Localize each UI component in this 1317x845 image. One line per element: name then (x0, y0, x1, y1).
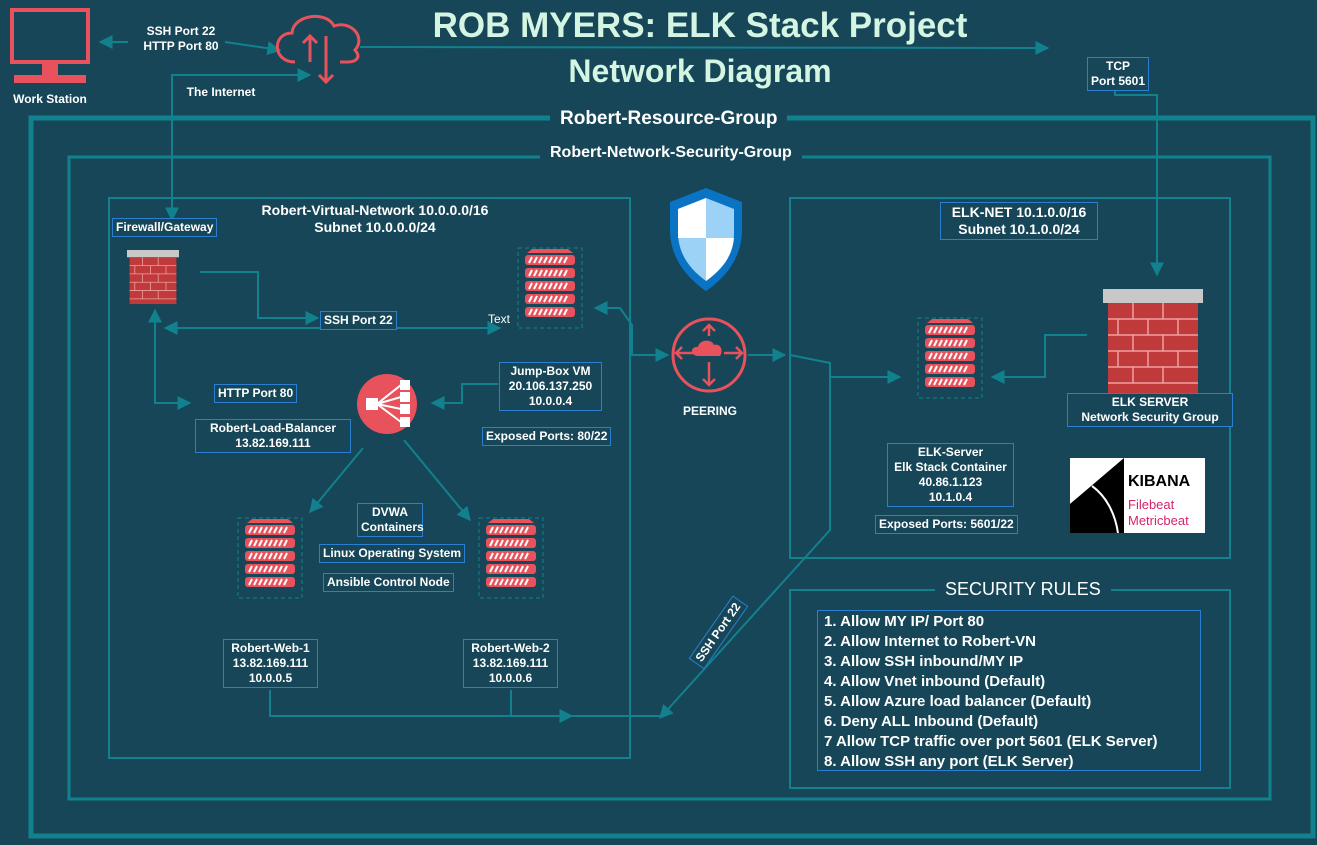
security-rules-list: 1. Allow MY IP/ Port 80 2. Allow Interne… (817, 610, 1201, 771)
http-port-label: HTTP Port 80 (214, 384, 298, 403)
elk-firewall-icon (1102, 288, 1204, 394)
web2-server-icon (478, 517, 544, 599)
vnet-title: Robert-Virtual-Network 10.0.0.0/16 Subne… (230, 202, 520, 236)
tcp-port: Port 5601 (1091, 74, 1146, 88)
web2-private-ip: 10.0.0.6 (488, 671, 533, 685)
elk-net-title: ELK-NET 10.1.0.0/16 Subnet 10.1.0.0/24 (940, 202, 1098, 240)
load-balancer-name: Robert-Load-Balancer (209, 421, 337, 435)
web1-name: Robert-Web-1 (231, 641, 310, 655)
ansible-label: Ansible Control Node (323, 573, 454, 592)
connections (98, 35, 1164, 723)
shield-icon (670, 188, 742, 291)
elk-net-frame (789, 197, 1231, 559)
load-balancer-ip: 13.82.169.111 (235, 436, 311, 450)
web2-public-ip: 13.82.169.111 (472, 656, 549, 670)
port-http: HTTP Port 80 (143, 39, 219, 53)
elk-server-icon (917, 317, 983, 399)
web2-label: Robert-Web-2 13.82.169.111 10.0.0.6 (463, 639, 558, 688)
nsg-label: Robert-Network-Security-Group (540, 144, 802, 162)
firewall-label: Firewall/Gateway (112, 218, 218, 237)
elk-nsg-label: ELK SERVER Network Security Group (1067, 393, 1233, 427)
vnet-frame (108, 197, 631, 759)
rule-1: 1. Allow MY IP/ Port 80 (824, 613, 985, 630)
elk-net-title-line2: Subnet 10.1.0.0/24 (958, 221, 1080, 237)
web1-private-ip: 10.0.0.5 (248, 671, 293, 685)
elk-server-private-ip: 10.1.0.4 (928, 490, 973, 504)
rule-8: 8. Allow SSH any port (ELK Server) (824, 753, 1074, 770)
jumpbox-name: Jump-Box VM (510, 364, 591, 378)
rule-6: 6. Deny ALL Inbound (Default) (824, 713, 1039, 730)
jumpbox-public-ip: 20.106.137.250 (508, 379, 593, 393)
resource-group-label: Robert-Resource-Group (550, 108, 788, 130)
jumpbox-exposed-ports: Exposed Ports: 80/22 (482, 427, 612, 446)
web2-name: Robert-Web-2 (471, 641, 550, 655)
elk-exposed-ports: Exposed Ports: 5601/22 (875, 515, 1018, 534)
page-subtitle: Network Diagram (568, 53, 832, 89)
rule-3: 3. Allow SSH inbound/MY IP (824, 653, 1024, 670)
rule-7: 7 Allow TCP traffic over port 5601 (ELK … (824, 733, 1158, 750)
vnet-title-line2: Subnet 10.0.0.0/24 (314, 219, 436, 235)
workstation-label: Work Station (13, 92, 87, 106)
web1-server-icon (237, 517, 303, 599)
router-peering-icon (671, 317, 747, 393)
kibana-items: Filebeat Metricbeat (1128, 497, 1189, 529)
load-balancer-icon (357, 374, 417, 434)
elk-server-public-ip: 40.86.1.123 (918, 475, 983, 489)
rule-2: 2. Allow Internet to Robert-VN (824, 633, 1036, 650)
jumpbox-label: Jump-Box VM 20.106.137.250 10.0.0.4 (499, 362, 602, 411)
tcp-port-label: TCP Port 5601 (1087, 57, 1149, 91)
dvwa-line2: Containers (361, 520, 424, 534)
kibana-filebeat: Filebeat (1128, 497, 1175, 512)
kibana-logo: KIBANA Filebeat Metricbeat (1070, 458, 1205, 534)
text-label: Text (488, 312, 511, 326)
security-rules-title: SECURITY RULES (935, 579, 1111, 600)
kibana-metricbeat: Metricbeat (1128, 513, 1189, 528)
monitor-icon (10, 8, 90, 83)
linux-os-label: Linux Operating System (319, 544, 466, 563)
elk-server-container: Elk Stack Container (894, 460, 1007, 474)
jumpbox-server-icon (517, 247, 583, 329)
elk-server-label: ELK-Server Elk Stack Container 40.86.1.1… (887, 443, 1014, 507)
kibana-icon (1070, 458, 1124, 534)
port-ssh: SSH Port 22 (146, 24, 216, 38)
jumpbox-private-ip: 10.0.0.4 (528, 394, 573, 408)
ssh-port-label: SSH Port 22 (320, 311, 397, 330)
cloud-upload-download-icon (275, 14, 361, 85)
tcp-label: TCP (1106, 59, 1130, 73)
firewall-icon (126, 249, 180, 305)
elk-nsg-line1: ELK SERVER (1111, 395, 1189, 409)
dvwa-line1: DVWA (372, 505, 408, 519)
web1-public-ip: 13.82.169.111 (232, 656, 309, 670)
rule-5: 5. Allow Azure load balancer (Default) (824, 693, 1092, 710)
page-title: ROB MYERS: ELK Stack Project (432, 6, 968, 45)
web1-label: Robert-Web-1 13.82.169.111 10.0.0.5 (223, 639, 318, 688)
vnet-title-line1: Robert-Virtual-Network 10.0.0.0/16 (261, 202, 489, 218)
rule-4: 4. Allow Vnet inbound (Default) (824, 673, 1046, 690)
peering-label: PEERING (682, 404, 737, 418)
elk-server-name: ELK-Server (917, 445, 984, 459)
dvwa-label: DVWA Containers (357, 503, 424, 537)
kibana-title: KIBANA (1128, 473, 1191, 490)
elk-net-title-line1: ELK-NET 10.1.0.0/16 (951, 204, 1087, 220)
elk-nsg-line2: Network Security Group (1081, 410, 1219, 424)
internet-label: The Internet (186, 85, 256, 99)
internet-ports: SSH Port 22 HTTP Port 80 (126, 24, 236, 54)
load-balancer-label: Robert-Load-Balancer 13.82.169.111 (195, 419, 351, 453)
